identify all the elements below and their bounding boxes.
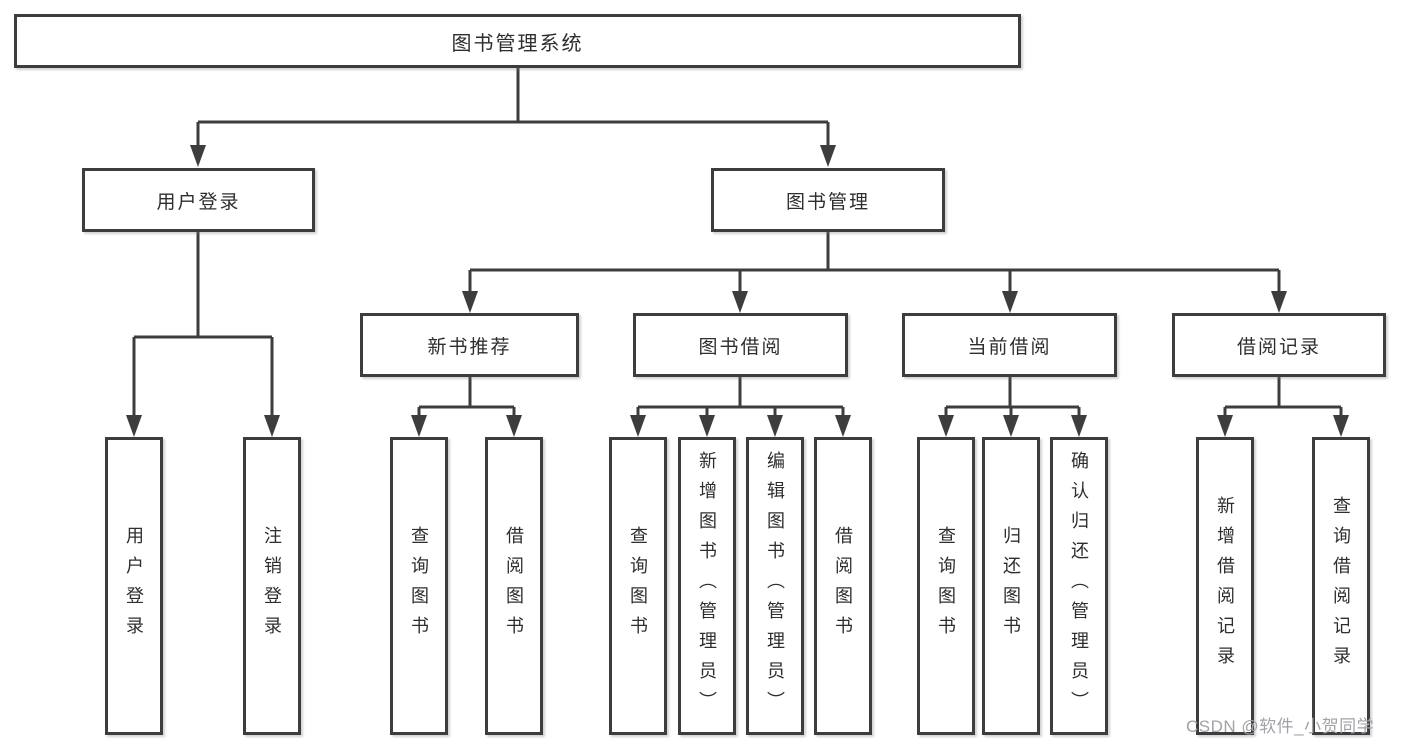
leaf-query-borrow-record: 查询借阅记录 [1312,437,1370,735]
arrow-down-icon [1003,415,1019,437]
node-book-management: 图书管理 [711,168,945,232]
arrow-down-icon [835,415,851,437]
arrow-down-icon [190,145,206,167]
leaf-label: 编辑图书（管理员） [765,451,785,721]
connector-root [190,68,836,167]
leaf-label: 查询图书 [936,526,956,646]
node-book-borrow: 图书借阅 [633,313,848,377]
connector-book-management [462,232,1287,313]
node-new-book-recommend: 新书推荐 [360,313,579,377]
leaf-label: 新增图书（管理员） [697,451,717,721]
leaf-label: 用户登录 [124,526,144,646]
leaf-edit-books-admin: 编辑图书（管理员） [746,437,804,735]
leaf-label: 查询图书 [409,526,429,646]
connector-book-borrow [630,377,851,437]
node-root-library-system: 图书管理系统 [14,14,1021,68]
arrow-down-icon [938,415,954,437]
arrow-down-icon [1071,415,1087,437]
connector-borrow-records [1217,377,1349,437]
arrow-down-icon [732,291,748,313]
leaf-add-borrow-record: 新增借阅记录 [1196,437,1254,735]
leaf-label: 确认归还（管理员） [1069,451,1089,721]
leaf-label: 查询借阅记录 [1331,496,1351,676]
leaf-query-books-current: 查询图书 [917,437,975,735]
leaf-borrow-books: 借阅图书 [814,437,872,735]
leaf-label: 查询图书 [628,526,648,646]
leaf-query-books-borrow: 查询图书 [609,437,667,735]
arrow-down-icon [630,415,646,437]
leaf-return-books: 归还图书 [982,437,1040,735]
node-current-borrow: 当前借阅 [902,313,1117,377]
arrow-down-icon [1002,291,1018,313]
leaf-label: 注销登录 [262,526,282,646]
arrow-down-icon [820,145,836,167]
node-user-login: 用户登录 [82,168,315,232]
arrow-down-icon [1217,415,1233,437]
leaf-borrow-books-recommend: 借阅图书 [485,437,543,735]
leaf-label: 新增借阅记录 [1215,496,1235,676]
arrow-down-icon [126,415,142,437]
leaf-label: 归还图书 [1001,526,1021,646]
arrow-down-icon [506,415,522,437]
leaf-label: 借阅图书 [504,526,524,646]
leaf-add-books-admin: 新增图书（管理员） [678,437,736,735]
leaf-user-login: 用户登录 [105,437,163,735]
arrow-down-icon [462,291,478,313]
csdn-watermark: CSDN @软件_小贺同学 [1186,717,1375,736]
arrow-down-icon [264,415,280,437]
arrow-down-icon [411,415,427,437]
arrow-down-icon [767,415,783,437]
arrow-down-icon [1333,415,1349,437]
node-borrow-records: 借阅记录 [1172,313,1386,377]
arrow-down-icon [1271,291,1287,313]
arrow-down-icon [699,415,715,437]
leaf-confirm-return-admin: 确认归还（管理员） [1050,437,1108,735]
leaf-logout: 注销登录 [243,437,301,735]
connector-new-book-recommend [411,377,522,437]
leaf-label: 借阅图书 [833,526,853,646]
connector-user-login [126,232,280,437]
leaf-query-books-recommend: 查询图书 [390,437,448,735]
connector-current-borrow [938,377,1087,437]
